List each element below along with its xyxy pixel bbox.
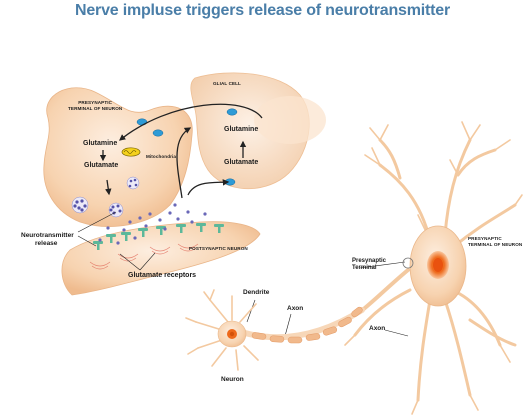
receptor-icon xyxy=(121,232,131,241)
transporters xyxy=(136,108,238,186)
transporter-icon xyxy=(136,118,148,126)
small-neuron xyxy=(185,289,259,371)
label-line: TERMINAL OF NEURON xyxy=(468,241,523,247)
label-line: TERMINAL OF NEURON xyxy=(68,105,123,111)
arrow-icons xyxy=(99,103,263,199)
receptor-icon xyxy=(176,224,186,233)
arrow-icon xyxy=(176,127,192,199)
mitochondria-icon xyxy=(121,147,141,157)
arrow-icon xyxy=(187,179,230,196)
axon-large-label: Axon xyxy=(369,325,386,332)
receptor-icon xyxy=(196,223,206,232)
presynaptic-terminal-left-label: PRESYNAPTIC TERMINAL OF NEURON xyxy=(68,100,122,111)
receptor-icon xyxy=(106,234,116,243)
neuron-label: Neuron xyxy=(221,376,244,383)
axon-chain xyxy=(242,306,365,344)
label-line: Neurotransmitter xyxy=(21,232,74,239)
arrow-icon xyxy=(105,179,112,196)
presynaptic-terminal-marker xyxy=(402,257,414,269)
page-title: Nerve impluse triggers release of neurot… xyxy=(74,2,451,19)
glutamine-right-label: Glutamine xyxy=(224,126,259,133)
neurotransmitter-release-label: Neurotransmitter release xyxy=(21,232,74,248)
glial-cell xyxy=(190,72,326,190)
transporter-icon xyxy=(226,108,238,116)
presynaptic-terminal-callout-label: Presynaptic Terminal xyxy=(352,258,386,272)
glutamate-right-label: Glutamate xyxy=(224,159,259,166)
presynaptic-terminal-left xyxy=(43,87,193,227)
label-line: PRESYNAPTIC xyxy=(468,236,502,241)
transporter-icon xyxy=(152,129,164,137)
vesicle-icon xyxy=(71,196,89,214)
vesicle-clusters xyxy=(71,176,140,218)
vesicle-icon xyxy=(108,202,124,218)
released-neurotransmitter xyxy=(98,203,207,245)
receptor-icon xyxy=(156,226,166,235)
label-line: Presynaptic xyxy=(352,258,387,264)
presynaptic-terminal-right-label: PRESYNAPTIC TERMINAL OF NEURON xyxy=(468,236,522,247)
receptor-icons xyxy=(93,223,224,250)
receptor-signal-arcs xyxy=(89,243,199,270)
mitochondria-label: Mitochondria xyxy=(146,154,177,159)
receptor-icon xyxy=(214,224,224,233)
label-line: PRESYNAPTIC xyxy=(78,100,113,105)
postsynaptic-neuron-label: POSTSYNAPTIC NEURON xyxy=(189,246,248,251)
receptor-icon xyxy=(138,228,148,237)
label-line: release xyxy=(35,240,58,247)
arrow-icon xyxy=(118,103,263,141)
glutamate-receptors-label: Glutamate receptors xyxy=(128,272,197,279)
receptor-icon xyxy=(93,241,103,250)
leader-lines xyxy=(77,211,409,337)
glutamine-left-label: Glutamine xyxy=(83,140,118,147)
glial-cell-label: GLIAL CELL xyxy=(213,81,241,86)
vesicle-icon xyxy=(126,176,140,190)
label-line: Terminal xyxy=(352,265,377,271)
dendrite-label: Dendrite xyxy=(243,289,270,296)
axon-small-label: Axon xyxy=(287,305,304,312)
glutamate-left-label: Glutamate xyxy=(84,162,119,169)
